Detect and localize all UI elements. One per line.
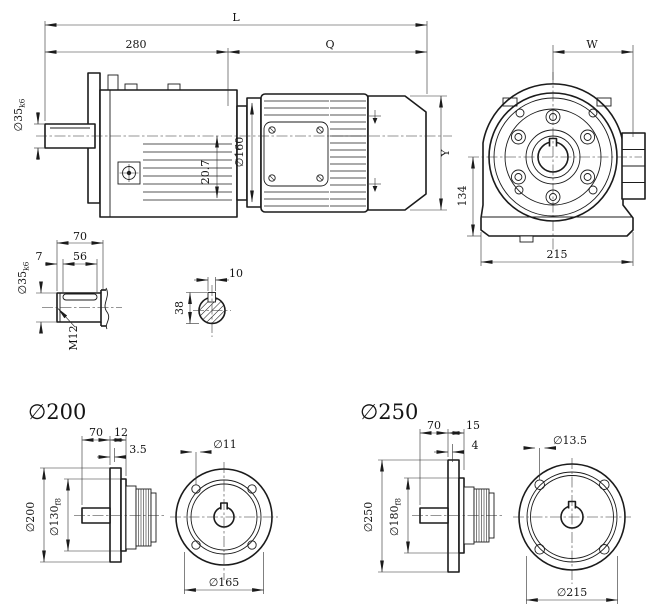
housing-lug — [167, 83, 181, 91]
main-side-view: L 280 Q ∅35k6 20.7 ∅160 Y — [12, 11, 452, 218]
dim-key-height: 38 — [173, 301, 186, 315]
flange-250-side-dimensions: 70 15 4 ∅250 ∅180f8 — [362, 419, 480, 573]
flange-200-hole — [247, 484, 257, 494]
dim-shaft-dia-detail: ∅35k6 — [16, 261, 31, 294]
housing-lug-front — [502, 97, 518, 107]
dim-200-outer: ∅200 — [24, 502, 37, 533]
dim-200-12: 12 — [114, 426, 128, 439]
flange-250-hole — [534, 544, 545, 555]
end-view: W 134 215 — [456, 38, 646, 266]
motor-flange — [246, 97, 262, 208]
flange-200-title: ∅200 — [28, 400, 86, 424]
dim-gear-length: 280 — [126, 38, 147, 51]
fan-cover-center-marks — [369, 110, 381, 192]
dim-shaft-7: 7 — [36, 250, 43, 263]
base-tab — [519, 235, 534, 243]
dim-215: 215 — [547, 248, 568, 261]
dim-w: W — [586, 38, 598, 51]
flange-spigot-200 — [120, 478, 127, 552]
dim-250-outer: ∅250 — [362, 502, 375, 533]
oil-plug — [117, 161, 141, 185]
housing-lug — [124, 83, 138, 91]
dim-overall-length: L — [232, 11, 240, 24]
fan-cover — [367, 95, 427, 211]
dim-200-70: 70 — [89, 426, 103, 439]
dim-250-spigot: ∅180f8 — [388, 498, 403, 536]
flange-250-hole — [599, 544, 610, 555]
dim-250-70: 70 — [427, 419, 441, 432]
flange-200-hole — [191, 484, 201, 494]
key-dimensions: 10 38 — [173, 267, 243, 324]
dim-flange-spigot: ∅160 — [233, 137, 246, 168]
dim-key-56: 56 — [73, 250, 87, 263]
flange-250-title: ∅250 — [360, 400, 418, 424]
key-cross-section: 10 38 — [173, 267, 243, 337]
dim-250-hole: ∅13.5 — [553, 434, 587, 447]
dim-200-bolt-circle: ∅165 — [209, 576, 240, 589]
motor-fins — [264, 100, 366, 207]
flange-plate-200 — [109, 467, 122, 563]
keyway-slot — [62, 293, 98, 301]
dim-250-4: 4 — [472, 439, 479, 452]
shaft-detail-view: 70 7 56 ∅35k6 M12 — [16, 230, 122, 351]
flange-200-front: ∅11 ∅165 — [170, 438, 278, 594]
dim-center-offset: 20.7 — [199, 160, 212, 185]
break-line — [104, 287, 110, 330]
gear-housing — [99, 89, 238, 218]
dim-250-bolt-circle: ∅215 — [557, 586, 588, 599]
flange-ear — [107, 74, 119, 91]
flange-200-hole — [191, 540, 201, 550]
dim-motor-length: Q — [325, 38, 334, 51]
corner-holes — [514, 108, 598, 195]
flange-250-view: ∅250 70 15 4 ∅250 ∅180f8 — [360, 400, 631, 604]
dim-shaft-70: 70 — [73, 230, 87, 243]
terminal-box — [263, 121, 329, 187]
flange-200-side-dimensions: 70 12 3.5 ∅200 ∅130f8 — [24, 426, 147, 563]
shaft-dimensions: 70 7 56 ∅35k6 M12 — [16, 230, 104, 351]
end-dimensions: W 134 215 — [456, 38, 634, 266]
flange-250-hole — [534, 479, 545, 490]
dim-motor-height: Y — [439, 149, 452, 158]
flange-plate-250 — [447, 459, 460, 573]
dim-134: 134 — [456, 186, 469, 207]
flange-200-hole — [247, 540, 257, 550]
dim-200-hole: ∅11 — [213, 438, 237, 451]
housing-lug-front — [596, 97, 612, 107]
flange-200-view: ∅200 70 12 3.5 ∅200 ∅130f8 — [24, 400, 278, 594]
dim-shaft-diameter: ∅35k6 — [12, 98, 27, 131]
main-dimensions: L 280 Q ∅35k6 20.7 ∅160 Y — [12, 11, 452, 211]
dim-200-spigot: ∅130f8 — [48, 498, 63, 536]
dim-tap-m12: M12 — [67, 325, 80, 350]
dim-250-15: 15 — [466, 419, 480, 432]
flange-250-front: ∅13.5 ∅215 — [513, 434, 631, 604]
dim-200-3-5: 3.5 — [129, 443, 147, 456]
dim-key-width: 10 — [229, 267, 243, 280]
flange-250-hole — [599, 479, 610, 490]
